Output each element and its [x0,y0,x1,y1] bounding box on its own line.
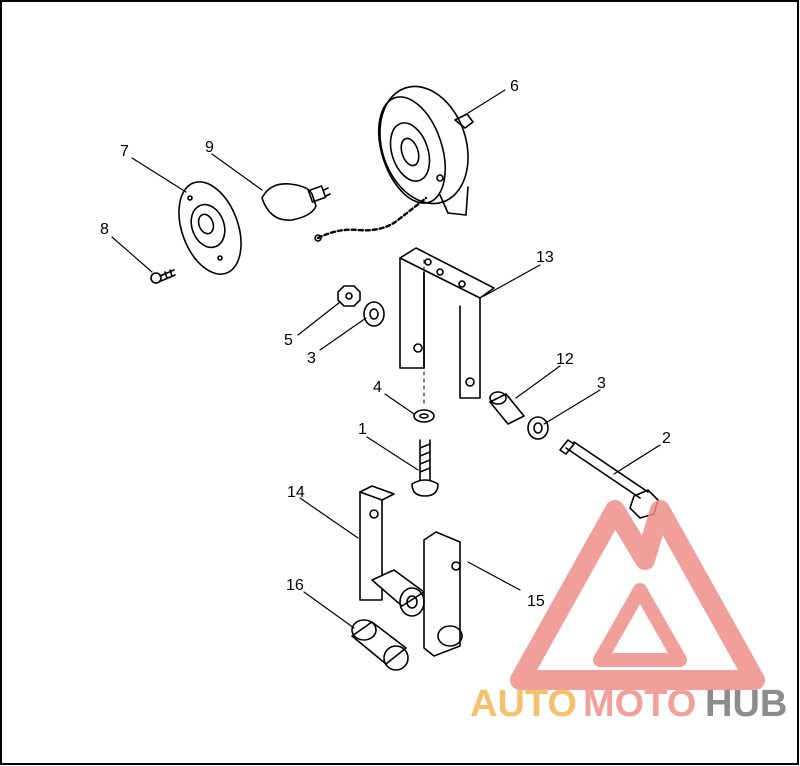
watermark-text: AUTO MOTO HUB [470,683,787,725]
bulb-part [261,182,331,221]
callout-6: 6 [510,78,519,95]
horn-bracket-part [399,247,495,399]
callout-1: 1 [358,421,367,438]
callout-15: 15 [527,593,545,610]
horn-wire [316,196,428,240]
callout-9: 9 [205,139,214,156]
spacer-part [489,391,525,425]
screw-part [150,269,176,284]
callout-14: 14 [287,484,305,501]
nut-part [337,285,361,307]
callout-3-lower: 3 [597,375,606,392]
watermark-word-hub: HUB [705,683,787,725]
callout-7: 7 [120,143,129,160]
washer-lower-part [527,416,549,440]
mount-plate-part [423,531,463,657]
callout-8: 8 [100,221,109,238]
callout-3-upper: 3 [307,350,316,367]
lock-washer-part [413,409,435,423]
callout-5: 5 [284,332,293,349]
callout-16: 16 [286,577,304,594]
callout-2: 2 [662,430,671,447]
wire-terminal [314,234,322,242]
callout-4: 4 [373,379,382,396]
callout-12: 12 [556,351,574,368]
watermark-word-moto: MOTO [583,683,696,725]
mount-bracket-part [359,485,425,617]
lamp-housing-part [178,181,242,275]
horn-part [377,85,474,216]
watermark-logo [510,500,765,690]
callout-13: 13 [536,249,554,266]
washer-upper-part [363,301,385,327]
leader-lines [111,89,661,629]
watermark-word-auto: AUTO [470,683,577,725]
sleeve-part [351,619,409,671]
screw-vertical-part [411,439,439,497]
